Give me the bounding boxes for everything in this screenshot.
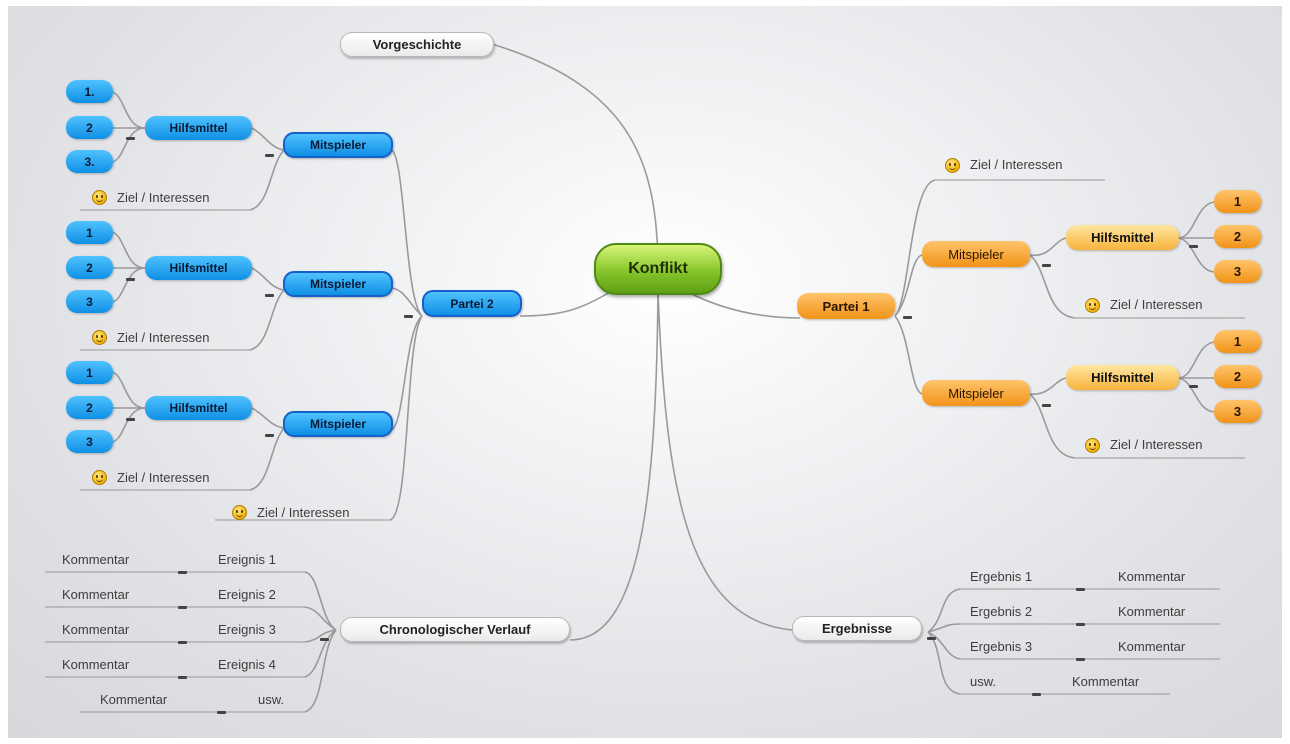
collapse-minus-icon[interactable] (1042, 404, 1051, 407)
item-1[interactable]: 1 (1214, 330, 1261, 353)
event-label[interactable]: Ereignis 2 (218, 587, 276, 602)
result-label[interactable]: Ergebnis 3 (970, 639, 1033, 654)
topic-chronologischer-verlauf[interactable]: Chronologischer Verlauf (340, 617, 570, 642)
collapse-minus-icon[interactable] (265, 154, 274, 157)
ziel-interessen-label[interactable]: Ziel / Interessen (970, 157, 1063, 172)
collapse-minus-icon[interactable] (1032, 693, 1041, 696)
smiley-icon (232, 505, 247, 520)
topic-partei-1[interactable]: Partei 1 (797, 293, 895, 319)
smiley-icon (1085, 438, 1100, 453)
collapse-minus-icon[interactable] (178, 676, 187, 679)
collapse-minus-icon[interactable] (903, 316, 912, 319)
kommentar-label[interactable]: Kommentar (100, 692, 168, 707)
item-2[interactable]: 2 (66, 256, 113, 279)
topic-ergebnisse[interactable]: Ergebnisse (792, 616, 922, 641)
item-3[interactable]: 3 (66, 290, 113, 313)
smiley-icon (92, 470, 107, 485)
kommentar-label[interactable]: Kommentar (62, 552, 130, 567)
kommentar-label[interactable]: Kommentar (62, 657, 130, 672)
item-3[interactable]: 3 (1214, 400, 1261, 423)
collapse-minus-icon[interactable] (126, 418, 135, 421)
collapse-minus-icon[interactable] (1076, 623, 1085, 626)
item-2[interactable]: 2 (1214, 365, 1261, 388)
result-label[interactable]: usw. (970, 674, 997, 689)
result-label[interactable]: Ergebnis 2 (970, 604, 1033, 619)
collapse-minus-icon[interactable] (265, 294, 274, 297)
topic-hilfsmittel[interactable]: Hilfsmittel (1066, 365, 1179, 390)
topic-partei-2[interactable]: Partei 2 (422, 290, 522, 317)
collapse-minus-icon[interactable] (217, 711, 226, 714)
event-label[interactable]: Ereignis 1 (218, 552, 276, 567)
topic-hilfsmittel[interactable]: Hilfsmittel (145, 396, 252, 420)
kommentar-label[interactable]: Kommentar (1118, 639, 1186, 654)
item-3[interactable]: 3. (66, 150, 113, 173)
smiley-icon (92, 190, 107, 205)
collapse-minus-icon[interactable] (126, 137, 135, 140)
kommentar-label[interactable]: Kommentar (1072, 674, 1140, 689)
topic-mitspieler[interactable]: Mitspieler (283, 271, 393, 297)
collapse-minus-icon[interactable] (126, 278, 135, 281)
topic-mitspieler[interactable]: Mitspieler (922, 380, 1030, 406)
collapse-minus-icon[interactable] (178, 571, 187, 574)
kommentar-label[interactable]: Kommentar (62, 622, 130, 637)
ziel-interessen-label[interactable]: Ziel / Interessen (117, 330, 210, 345)
collapse-minus-icon[interactable] (265, 434, 274, 437)
item-1[interactable]: 1 (1214, 190, 1261, 213)
kommentar-label[interactable]: Kommentar (1118, 569, 1186, 584)
result-label[interactable]: Ergebnis 1 (970, 569, 1033, 584)
collapse-minus-icon[interactable] (178, 641, 187, 644)
ziel-interessen-label[interactable]: Ziel / Interessen (1110, 437, 1203, 452)
event-label[interactable]: usw. (258, 692, 285, 707)
item-2[interactable]: 2 (66, 396, 113, 419)
topic-hilfsmittel[interactable]: Hilfsmittel (1066, 225, 1179, 250)
collapse-minus-icon[interactable] (1189, 245, 1198, 248)
item-1[interactable]: 1 (66, 361, 113, 384)
collapse-minus-icon[interactable] (1189, 385, 1198, 388)
topic-vorgeschichte[interactable]: Vorgeschichte (340, 32, 494, 57)
ziel-interessen-label[interactable]: Ziel / Interessen (257, 505, 350, 520)
kommentar-label[interactable]: Kommentar (1118, 604, 1186, 619)
smiley-icon (1085, 298, 1100, 313)
topic-mitspieler[interactable]: Mitspieler (283, 132, 393, 158)
collapse-minus-icon[interactable] (178, 606, 187, 609)
collapse-minus-icon[interactable] (1076, 658, 1085, 661)
kommentar-label[interactable]: Kommentar (62, 587, 130, 602)
collapse-minus-icon[interactable] (320, 638, 329, 641)
topic-hilfsmittel[interactable]: Hilfsmittel (145, 256, 252, 280)
topic-mitspieler[interactable]: Mitspieler (283, 411, 393, 437)
ziel-interessen-label[interactable]: Ziel / Interessen (1110, 297, 1203, 312)
ziel-interessen-label[interactable]: Ziel / Interessen (117, 470, 210, 485)
collapse-minus-icon[interactable] (927, 637, 936, 640)
collapse-minus-icon[interactable] (1042, 264, 1051, 267)
event-label[interactable]: Ereignis 4 (218, 657, 276, 672)
item-1[interactable]: 1 (66, 221, 113, 244)
item-2[interactable]: 2 (66, 116, 113, 139)
smiley-icon (92, 330, 107, 345)
ziel-interessen-label[interactable]: Ziel / Interessen (117, 190, 210, 205)
topic-mitspieler[interactable]: Mitspieler (922, 241, 1030, 267)
event-label[interactable]: Ereignis 3 (218, 622, 276, 637)
item-1[interactable]: 1. (66, 80, 113, 103)
smiley-icon (945, 158, 960, 173)
item-2[interactable]: 2 (1214, 225, 1261, 248)
central-topic-konflikt[interactable]: Konflikt (594, 243, 722, 295)
collapse-minus-icon[interactable] (1076, 588, 1085, 591)
topic-hilfsmittel[interactable]: Hilfsmittel (145, 116, 252, 140)
item-3[interactable]: 3 (1214, 260, 1261, 283)
item-3[interactable]: 3 (66, 430, 113, 453)
collapse-minus-icon[interactable] (404, 315, 413, 318)
